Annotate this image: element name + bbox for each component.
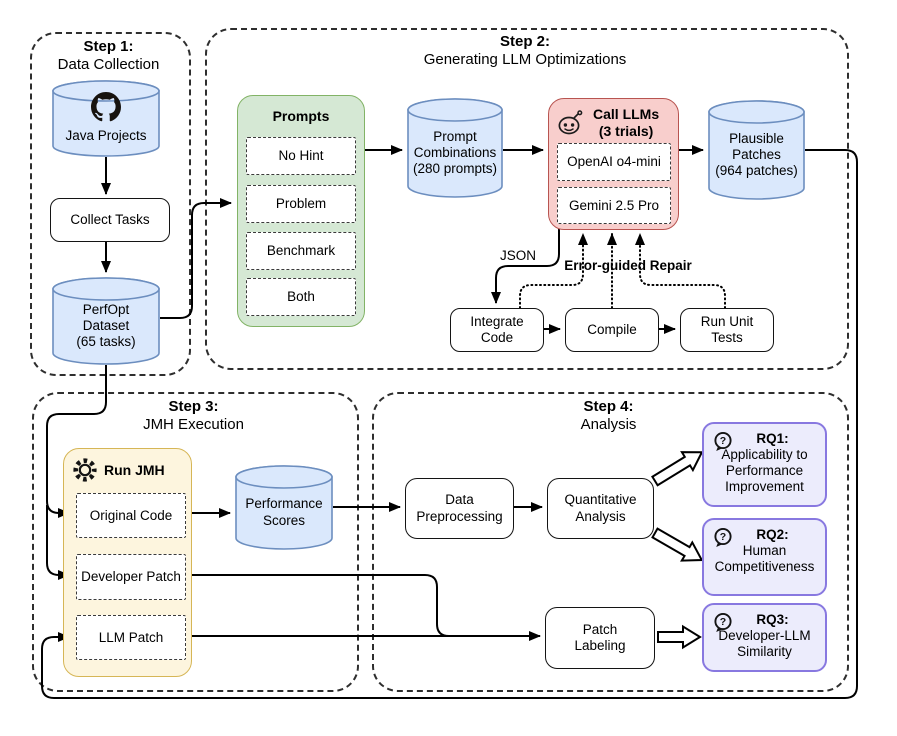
performance-scores-cylinder: Performance Scores [235, 465, 333, 550]
model-gemini: Gemini 2.5 Pro [557, 187, 671, 224]
svg-text:?: ? [720, 435, 726, 447]
step4-title-bold: Step 4: [583, 398, 634, 415]
gear-icon [73, 458, 97, 482]
rq3-desc: Developer-LLM Similarity [718, 627, 811, 659]
rq1-desc: Applicability to Performance Improvement [721, 446, 808, 494]
plausible-patches-cylinder: Plausible Patches (964 patches) [708, 100, 805, 200]
perfopt-dataset-cylinder: PerfOpt Dataset (65 tasks) [52, 277, 160, 365]
patch-labeling-box: Patch Labeling [545, 607, 655, 669]
run-jmh-title: Run JMH [104, 461, 165, 478]
step2-title-bold: Step 2: [499, 33, 550, 50]
input-original-code: Original Code [76, 493, 186, 538]
step2-container [205, 28, 849, 370]
quantitative-analysis-box: Quantitative Analysis [547, 478, 654, 539]
question-icon: ? [714, 612, 732, 632]
step2-title: Step 2: Generating LLM Optimizations [205, 33, 845, 70]
prompt-item-benchmark: Benchmark [246, 232, 356, 270]
data-preprocessing-box: Data Preprocessing [405, 478, 514, 539]
performance-scores-label: Performance Scores [245, 496, 323, 528]
prompt-item-problem: Problem [246, 185, 356, 223]
call-llms-title: Call LLMs (3 trials) [593, 106, 660, 139]
step1-container [30, 32, 191, 376]
call-llms-panel: Call LLMs (3 trials) OpenAI o4-mini Gemi… [548, 98, 679, 230]
prompt-item-both: Both [246, 278, 356, 316]
java-projects-label: Java Projects [65, 127, 147, 143]
prompts-panel: Prompts No Hint Problem Benchmark Both [237, 95, 365, 327]
rq2-box: ? RQ2: Human Competitiveness [702, 518, 827, 596]
input-developer-patch: Developer Patch [76, 554, 186, 600]
svg-text:?: ? [720, 616, 726, 628]
json-label: JSON [499, 248, 536, 263]
plausible-patches-label: Plausible Patches (964 patches) [715, 130, 798, 179]
question-icon: ? [714, 431, 732, 451]
rq2-label: RQ2: [756, 527, 789, 542]
collect-tasks-box: Collect Tasks [50, 198, 170, 242]
prompt-combinations-cylinder: Prompt Combinations (280 prompts) [407, 98, 503, 198]
step3-title: Step 3: JMH Execution [32, 398, 355, 435]
rq3-box: ? RQ3: Developer-LLM Similarity [702, 603, 827, 672]
perfopt-dataset-label: PerfOpt Dataset (65 tasks) [76, 301, 136, 350]
model-openai: OpenAI o4-mini [557, 143, 671, 181]
prompt-combinations-label: Prompt Combinations (280 prompts) [412, 128, 498, 177]
rq2-desc: Human Competitiveness [714, 542, 815, 574]
step2-title-rest: Generating LLM Optimizations [423, 51, 627, 69]
rq1-label: RQ1: [756, 431, 789, 446]
question-icon: ? [714, 527, 732, 547]
svg-text:?: ? [720, 531, 726, 543]
run-jmh-panel: Run JMH Original Code Developer Patch LL… [63, 448, 192, 677]
step1-title-rest: Data Collection [57, 56, 160, 74]
step3-title-bold: Step 3: [168, 398, 219, 415]
step4-container [372, 392, 849, 692]
prompts-panel-title: Prompts [272, 108, 330, 124]
step3-container [32, 392, 359, 692]
rq3-label: RQ3: [756, 612, 789, 627]
step1-title: Step 1: Data Collection [30, 38, 187, 75]
step4-title: Step 4: Analysis [372, 398, 845, 435]
integrate-code-box: Integrate Code [450, 308, 544, 352]
compile-box: Compile [565, 308, 659, 352]
step4-title-rest: Analysis [580, 416, 637, 434]
run-unit-tests-box: Run Unit Tests [680, 308, 774, 352]
github-icon [91, 92, 121, 122]
input-llm-patch: LLM Patch [76, 615, 186, 660]
java-projects-cylinder: Java Projects [52, 80, 160, 157]
step3-title-rest: JMH Execution [143, 416, 244, 434]
rq1-box: ? RQ1: Applicability to Performance Impr… [702, 422, 827, 507]
step1-title-bold: Step 1: [83, 38, 134, 55]
prompt-item-no-hint: No Hint [246, 137, 356, 175]
robot-icon [558, 110, 583, 135]
error-guided-repair-label: Error-guided Repair [564, 258, 692, 273]
